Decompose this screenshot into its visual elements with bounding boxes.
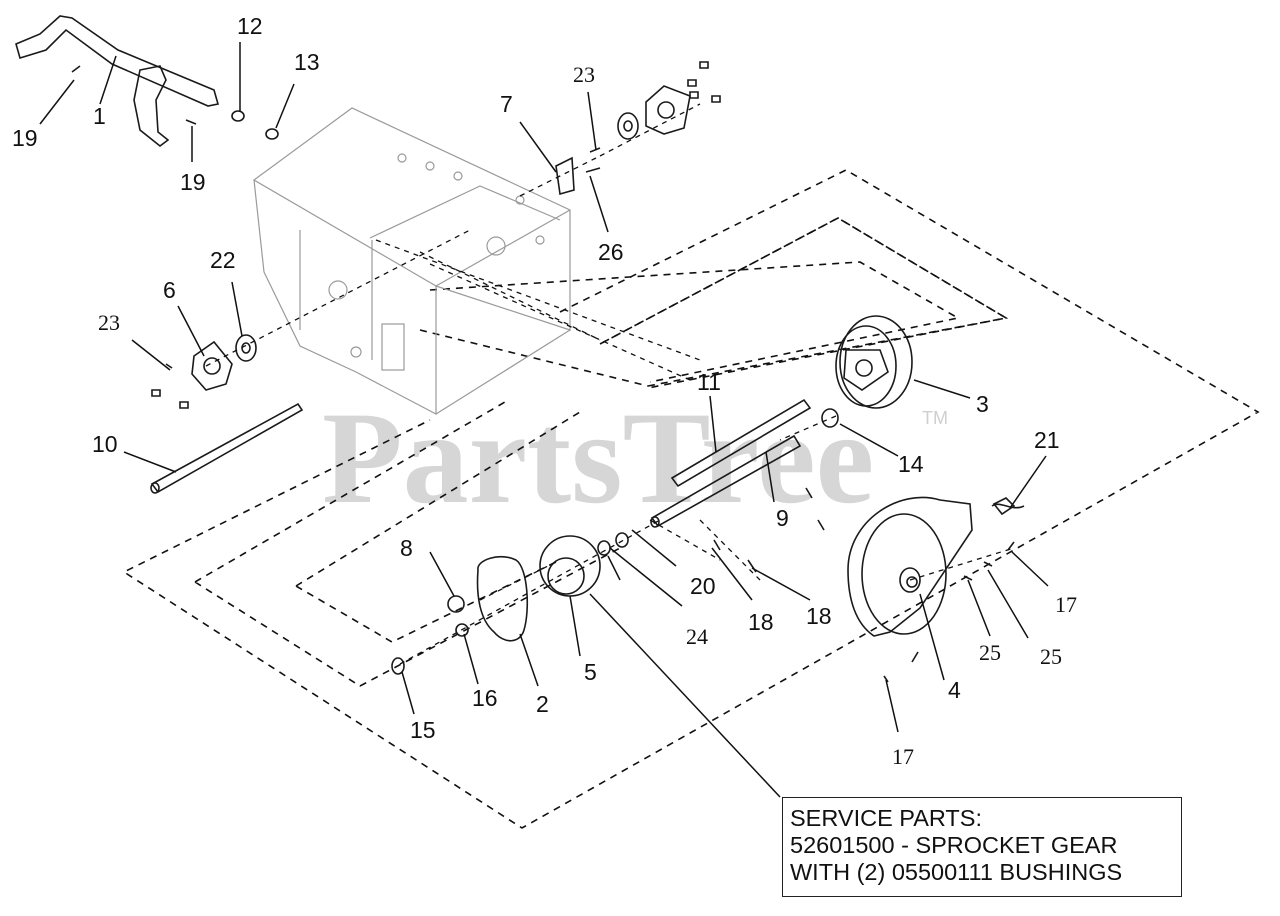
- callout-11: 11: [697, 369, 721, 395]
- service-parts-heading: SERVICE PARTS:: [790, 805, 982, 831]
- upper-fasteners: [71, 61, 721, 196]
- axis-lines: [205, 103, 1015, 665]
- callout-14: 14: [898, 451, 924, 477]
- callout-8: 8: [400, 535, 413, 561]
- callout-19-left: 19: [12, 125, 38, 151]
- callout-1: 1: [93, 103, 106, 129]
- gear-housing-frame: [253, 107, 571, 415]
- callout-21: 21: [1034, 427, 1060, 453]
- callout-5: 5: [584, 659, 597, 685]
- callout-17-right: 17: [1055, 592, 1077, 617]
- callout-16: 16: [472, 685, 498, 711]
- drive-disc-part-3: [821, 315, 913, 428]
- callout-9: 9: [776, 505, 789, 531]
- shift-lever-part-1: [15, 15, 220, 148]
- shaft-parts-11-9: [650, 398, 812, 528]
- callout-25-right: 25: [1040, 644, 1062, 669]
- inner-dashed-outline: [295, 261, 961, 643]
- middle-dashed-outline-2: [194, 217, 1009, 687]
- callout-24: 24: [686, 624, 708, 649]
- callout-25-left: 25: [979, 640, 1001, 665]
- callout-17-bottom: 17: [892, 744, 914, 769]
- callout-4: 4: [948, 677, 961, 703]
- watermark-trademark: TM: [922, 408, 948, 428]
- assembly-outlines: [122, 169, 1260, 829]
- watermark-text: PartsTree: [322, 384, 874, 531]
- callout-15: 15: [410, 717, 436, 743]
- callout-26: 26: [598, 239, 624, 265]
- callout-12: 12: [237, 13, 263, 39]
- callout-22: 22: [210, 247, 236, 273]
- service-parts-line-3: WITH (2) 05500111 BUSHINGS: [790, 859, 1123, 885]
- drive-wheel-housing-part-4: [847, 496, 1016, 637]
- leader-lines: [39, 42, 1049, 798]
- middle-dashed-outline: [599, 217, 1009, 389]
- service-parts-note: SERVICE PARTS: 52601500 - SPROCKET GEAR …: [782, 797, 1182, 897]
- callout-23-top: 23: [573, 62, 595, 87]
- callout-6: 6: [163, 277, 176, 303]
- shaft-part-10: [150, 402, 304, 494]
- callout-3: 3: [976, 391, 989, 417]
- sprocket-chain-parts: [391, 487, 1025, 683]
- callout-19-right: 19: [180, 169, 206, 195]
- callout-7: 7: [500, 91, 513, 117]
- callout-2: 2: [536, 691, 549, 717]
- callout-10: 10: [92, 431, 118, 457]
- left-bearing-flange: [151, 334, 257, 409]
- callout-20: 20: [690, 573, 716, 599]
- callout-18-left: 18: [748, 609, 774, 635]
- service-parts-line-2: 52601500 - SPROCKET GEAR: [790, 832, 1118, 858]
- callout-18-right: 18: [806, 603, 832, 629]
- outer-dashed-outline: [122, 169, 1260, 829]
- callout-13: 13: [294, 49, 320, 75]
- callout-23-left: 23: [98, 310, 120, 335]
- callout-labels: 1 2 3 4 5 6 7 8 9 10 11 12 13 14 15 16 1…: [12, 13, 1077, 769]
